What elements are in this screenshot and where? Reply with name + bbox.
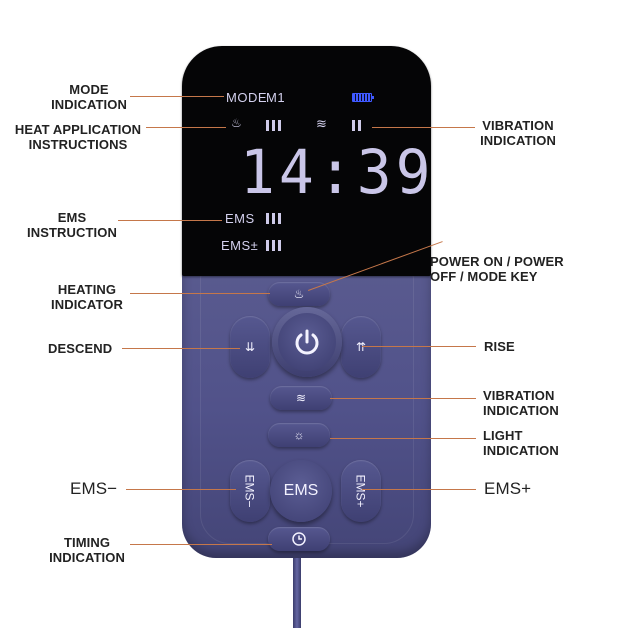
power-cable — [293, 548, 301, 628]
leader-heat-application — [146, 127, 226, 128]
heat-icon: ♨ — [293, 287, 305, 301]
ems-plus-button[interactable]: EMS+ — [341, 460, 381, 522]
label-vibration-indication-top: VIBRATION INDICATION — [480, 118, 556, 148]
power-mode-button[interactable] — [278, 313, 336, 371]
ems-minus-button[interactable]: EMS− — [230, 460, 270, 522]
label-ems-instruction: EMS INSTRUCTION — [27, 210, 117, 240]
display-time: 14:39 — [240, 136, 435, 208]
rise-icon: ⇈ — [355, 340, 367, 354]
vibration-icon: ≋ — [295, 391, 307, 405]
leader-vibration-top — [372, 127, 475, 128]
label-ems-plus: EMS+ — [484, 479, 532, 498]
label-light-indication: LIGHT INDICATION — [483, 428, 559, 458]
ems-plus-button-label: EMS+ — [353, 474, 368, 508]
label-heating-indicator: HEATING INDICATOR — [51, 282, 123, 312]
leader-ems-instruction — [118, 220, 222, 221]
leader-mode — [130, 96, 224, 97]
display-vibration-level — [352, 120, 361, 131]
label-power-key: POWER ON / POWER OFF / MODE KEY — [430, 254, 564, 284]
light-icon: ☼ — [293, 428, 305, 442]
vibration-button[interactable]: ≋ — [270, 386, 332, 410]
leader-descend — [122, 348, 240, 349]
label-heat-application: HEAT APPLICATION INSTRUCTIONS — [14, 122, 142, 152]
leader-vibration — [330, 398, 476, 399]
ems-button-label: EMS — [283, 482, 319, 499]
timing-button[interactable] — [268, 527, 330, 551]
display-ems-label: EMS — [225, 211, 255, 226]
label-timing-indication: TIMING INDICATION — [49, 535, 125, 565]
display-heat-level — [266, 120, 281, 131]
leader-timing — [130, 544, 272, 545]
battery-icon — [352, 93, 374, 102]
descend-icon: ⇊ — [244, 340, 256, 354]
leader-rise — [362, 346, 476, 347]
label-vibration-indication: VIBRATION INDICATION — [483, 388, 559, 418]
light-button[interactable]: ☼ — [268, 423, 330, 447]
label-ems-minus: EMS− — [70, 479, 118, 498]
ems-minus-button-label: EMS− — [242, 474, 257, 508]
power-icon — [295, 329, 319, 355]
display-ems-pm-level — [266, 240, 281, 251]
ems-button[interactable]: EMS — [270, 460, 332, 522]
lcd-screen — [182, 46, 431, 276]
rise-button[interactable]: ⇈ — [341, 316, 381, 378]
leader-ems-plus — [362, 489, 476, 490]
display-mode-label: MODE — [226, 90, 267, 105]
display-ems-pm-label: EMS± — [221, 238, 259, 253]
display-ems-level — [266, 213, 281, 224]
display-mode-value: M1 — [266, 90, 286, 105]
descend-button[interactable]: ⇊ — [230, 316, 270, 378]
leader-ems-minus — [126, 489, 236, 490]
clock-icon — [292, 532, 306, 546]
label-descend: DESCEND — [48, 341, 113, 356]
display-vibration-icon: ≋ — [316, 116, 328, 131]
label-rise: RISE — [484, 339, 515, 354]
label-mode-indication: MODE INDICATION — [51, 82, 127, 112]
leader-light — [330, 438, 476, 439]
leader-heating — [130, 293, 270, 294]
display-heat-icon: ♨ — [231, 116, 243, 130]
